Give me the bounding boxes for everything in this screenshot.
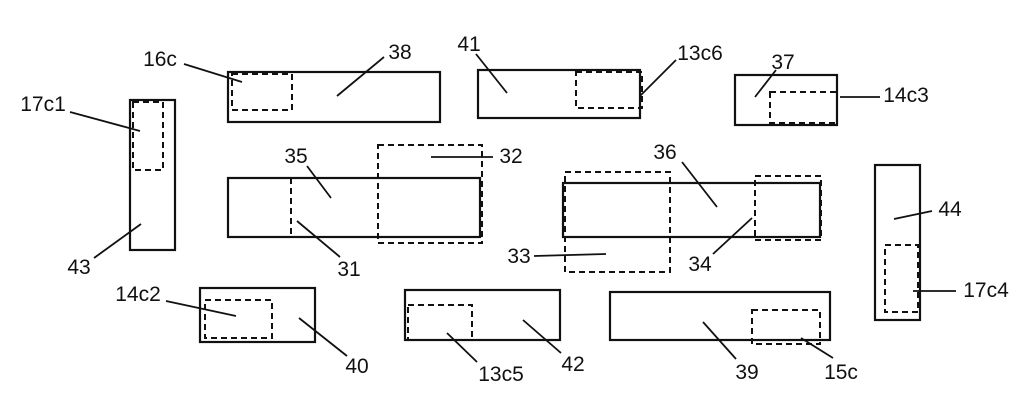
box-36 xyxy=(561,181,822,239)
ref-label-44: 44 xyxy=(938,198,962,221)
leader-line-13c5 xyxy=(446,332,478,363)
leader-line-36 xyxy=(681,161,718,208)
ref-label-13c6: 13c6 xyxy=(677,42,723,65)
ref-label-17c1: 17c1 xyxy=(20,93,66,116)
ref-label-13c5: 13c5 xyxy=(478,363,524,386)
leader-line-33 xyxy=(533,253,607,257)
box-35 xyxy=(226,176,482,239)
ref-label-14c2: 14c2 xyxy=(115,283,161,306)
box-42 xyxy=(403,288,562,342)
box-16c xyxy=(231,73,293,111)
leader-line-44 xyxy=(893,210,933,220)
ref-label-38: 38 xyxy=(388,41,411,64)
ref-label-39: 39 xyxy=(735,361,758,384)
leader-line-35 xyxy=(306,165,332,199)
box-40 xyxy=(198,286,317,344)
ref-label-15c: 15c xyxy=(824,361,858,384)
box-17c1 xyxy=(132,101,164,171)
ref-label-14c3: 14c3 xyxy=(883,84,929,107)
leader-line-34 xyxy=(712,217,753,255)
ref-label-35: 35 xyxy=(284,145,307,168)
box-41 xyxy=(476,68,642,120)
leader-line-38 xyxy=(336,56,385,97)
leader-line-14c2 xyxy=(165,300,237,317)
leader-line-31 xyxy=(296,220,341,258)
box-43 xyxy=(128,98,177,252)
leader-line-41 xyxy=(475,53,508,94)
ref-label-17c4: 17c4 xyxy=(963,279,1009,302)
box-38 xyxy=(226,70,442,124)
leader-line-43 xyxy=(93,223,142,259)
box-14c3 xyxy=(769,91,838,124)
box-14c2 xyxy=(204,299,273,339)
ref-label-31: 31 xyxy=(337,258,360,281)
ref-label-37: 37 xyxy=(771,51,794,74)
ref-label-36: 36 xyxy=(653,141,676,164)
box-15c xyxy=(751,309,821,345)
ref-label-40: 40 xyxy=(345,355,368,378)
leader-line-39 xyxy=(702,321,737,360)
leader-line-15c xyxy=(800,337,834,359)
leader-line-13c6 xyxy=(639,59,677,97)
ref-label-34: 34 xyxy=(688,253,712,276)
ref-label-33: 33 xyxy=(507,245,530,268)
box-13c6 xyxy=(575,71,643,109)
leader-line-42 xyxy=(522,319,562,354)
ref-label-43: 43 xyxy=(67,256,90,279)
box-39 xyxy=(608,290,832,342)
box-32 xyxy=(377,144,483,244)
ref-label-32: 32 xyxy=(499,145,522,168)
box-44 xyxy=(873,163,922,322)
box-33 xyxy=(564,171,671,273)
leader-line-37 xyxy=(754,69,777,98)
box-13c5 xyxy=(407,304,473,341)
ref-label-42: 42 xyxy=(561,353,584,376)
box-17c4 xyxy=(884,244,919,313)
ref-label-41: 41 xyxy=(457,33,480,56)
leader-line-17c1 xyxy=(69,111,141,132)
leader-line-16c xyxy=(183,63,243,83)
box-34 xyxy=(754,175,822,241)
leader-line-40 xyxy=(298,317,348,357)
ref-label-16c: 16c xyxy=(143,48,177,71)
box-37 xyxy=(733,73,839,127)
